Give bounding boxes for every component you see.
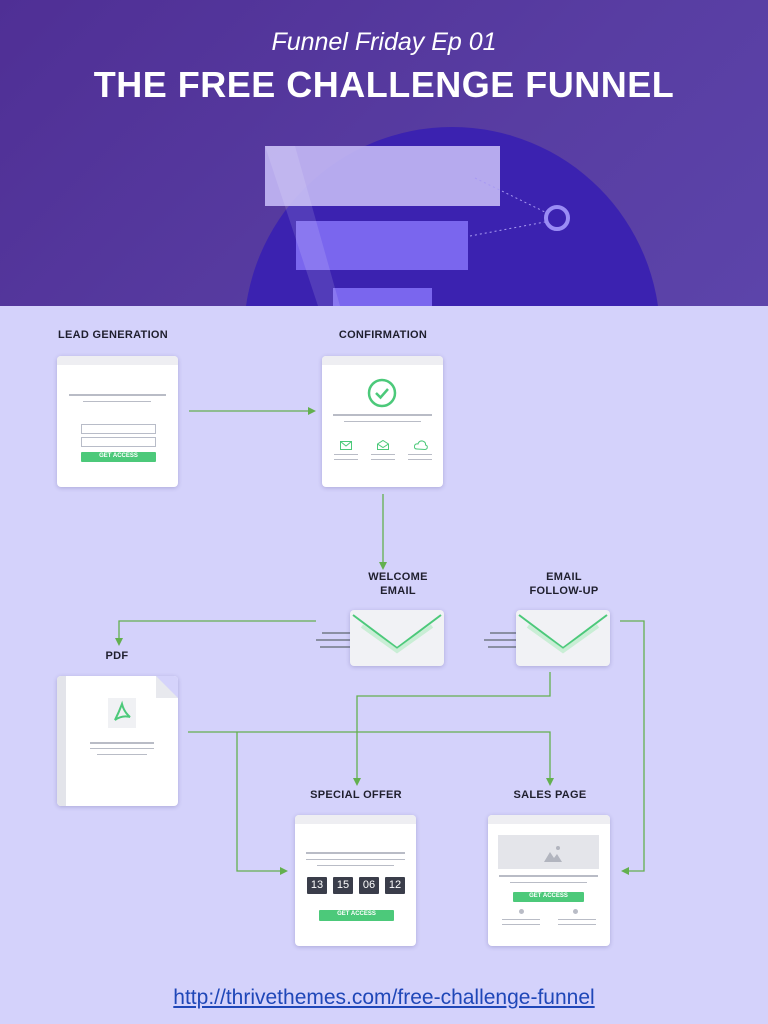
text-line [371,459,395,460]
lead-generation-page: GET ACCESS [57,356,178,487]
open-mail-icon [377,440,389,450]
funnel-layer-1 [265,146,500,206]
cloud-download-icon [414,440,428,450]
arrow-pdf-to-sales [188,731,554,786]
text-line [408,454,432,455]
funnel-layer-3 [333,288,432,306]
countdown-hours: 15 [333,877,353,894]
page-header-bar [322,356,443,365]
mail-icon [340,441,352,450]
page-header-bar [295,815,416,824]
label-followup-line2: FOLLOW-UP [529,585,599,597]
text-line [69,394,166,396]
countdown-days: 13 [307,877,327,894]
text-line [334,459,358,460]
page-title: THE FREE CHALLENGE FUNNEL [93,64,675,105]
label-welcome-line2: EMAIL [380,585,416,597]
get-access-button: GET ACCESS [513,892,584,902]
hero-banner: Funnel Friday Ep 01 THE FREE CHALLENGE F… [0,0,768,306]
envelope-icon [516,610,610,666]
text-line [408,459,432,460]
label-email-followup: EMAIL FOLLOW-UP [504,570,624,598]
special-offer-page: 13 15 06 12 GET ACCESS [295,815,416,946]
episode-subtitle: Funnel Friday Ep 01 [271,28,497,56]
label-welcome-line1: WELCOME [368,571,428,583]
label-welcome-email: WELCOME EMAIL [338,570,458,598]
get-access-button: GET ACCESS [81,452,156,462]
text-line [333,414,432,416]
text-line [97,754,147,755]
label-followup-line1: EMAIL [546,571,582,583]
envelope-icon [350,610,444,666]
text-line [334,454,358,455]
countdown-seconds: 12 [385,877,405,894]
text-line [83,401,151,402]
countdown-minutes: 06 [359,877,379,894]
funnel-illustration [246,127,658,306]
arrow-welcome-to-pdf [115,620,316,646]
text-line [502,919,540,920]
text-line [558,919,596,920]
sales-page: GET ACCESS [488,815,610,946]
label-sales-page: SALES PAGE [513,789,587,801]
speed-lines-icon [316,632,354,648]
funnel-target-icon [544,205,570,231]
text-line [510,882,587,883]
text-line [499,875,598,877]
name-field [81,424,156,434]
text-line [90,742,154,744]
arrow-followup-to-special [353,672,551,786]
arrow-pdf-to-special [236,732,288,875]
label-lead-generation: LEAD GENERATION [58,329,169,341]
label-pdf: PDF [105,650,129,662]
text-line [306,852,405,854]
text-line [306,859,405,860]
hero-image-placeholder [498,835,599,869]
pdf-document [57,676,178,806]
label-confirmation: CONFIRMATION [338,329,428,341]
arrow-followup-to-sales [620,620,645,875]
check-circle-icon [367,378,397,408]
funnel-layer-2 [296,221,468,270]
pdf-spine [57,676,66,806]
text-line [317,865,394,866]
image-icon [544,846,562,862]
feature-dot [519,909,524,914]
page-header-bar [57,356,178,365]
funnel-link[interactable]: http://thrivethemes.com/free-challenge-f… [173,986,595,1009]
text-line [558,924,596,925]
email-field [81,437,156,447]
funnel-shine [265,146,340,306]
page-header-bar [488,815,610,824]
pdf-icon [108,698,136,728]
page-fold-corner [156,676,178,698]
confirmation-page [322,356,443,487]
label-special-offer: SPECIAL OFFER [310,789,402,801]
get-access-button: GET ACCESS [319,910,394,921]
text-line [344,421,421,422]
text-line [90,748,154,749]
feature-dot [573,909,578,914]
text-line [502,924,540,925]
text-line [371,454,395,455]
